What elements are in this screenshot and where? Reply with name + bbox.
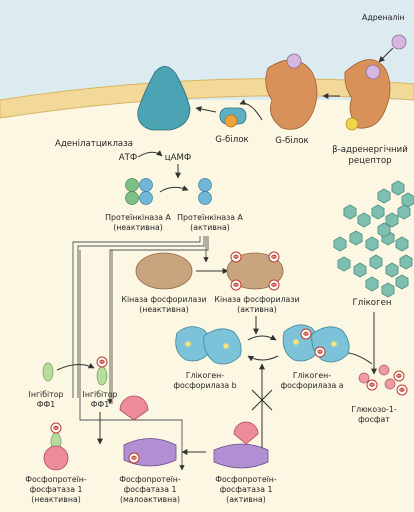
receptor-activated: [265, 53, 318, 130]
adrenaline-bound: [365, 64, 381, 80]
pka-active-label-1: Протеїнкіназа А: [177, 213, 243, 222]
phk-inactive-label-1: Кіназа фосфорилази: [121, 295, 206, 304]
inhibitor-pp1-unphos: [42, 362, 54, 382]
receptor-label-1: β-адренергічний: [332, 145, 408, 155]
pp1-inactive-label-3: (неактивна): [31, 495, 81, 504]
glycogen-phosphorylase-a: [282, 324, 350, 363]
adrenaline-label: Адреналін: [362, 13, 405, 22]
pp1-active: [213, 421, 269, 469]
pp1-low-label-3: (малоактивна): [120, 495, 180, 504]
g1p-label-1: Глюкозо-1-: [351, 405, 396, 414]
phk-inactive-label-2: (неактивна): [139, 305, 189, 314]
inhibitor-1-label-2: ФФ1: [37, 400, 55, 409]
g-protein-alpha: [219, 107, 247, 128]
adrenaline-free: [391, 34, 407, 50]
pp1-low-label-2: фосфатаза 1: [124, 485, 177, 494]
adenylate-cyclase: [137, 66, 191, 131]
phk-active-label-2: (активна): [237, 305, 277, 314]
glycogen-label: Глікоген: [353, 298, 392, 308]
inhibitor-pp1-phos: [96, 356, 108, 386]
phk-active-label-1: Кіназа фосфорилази: [214, 295, 299, 304]
g-protein-label-1: G-білок: [215, 135, 248, 145]
inhibitor-2-label-2: ФФ1: [91, 400, 109, 409]
g1p-label-2: фосфат: [358, 415, 390, 424]
gp-b-label-1: Глікоген-: [186, 371, 224, 380]
g-protein-label-2: G-білок: [275, 136, 308, 146]
pka-inactive-label-1: Протеїнкіназа А: [105, 213, 171, 222]
phk-inactive: [135, 252, 193, 290]
pp1-active-label-1: Фосфопротеїн-: [215, 475, 277, 484]
adenylate-cyclase-label: Аденілатциклаза: [55, 139, 133, 149]
inhibitor-2-label-1: Інгібітор: [83, 390, 118, 399]
glycogen-phosphorylase-b: [175, 326, 242, 365]
pka-signal-lines: [72, 236, 209, 471]
pp1-active-label-3: (активна): [226, 495, 266, 504]
blocked-cross-2: [251, 389, 273, 411]
gp-a-label-2: фосфорилаза a: [280, 381, 343, 390]
pp1-inactive-label-2: фосфатаза 1: [30, 485, 83, 494]
g-protein-bound: [345, 117, 359, 131]
gp-a-label-1: Глікоген-: [293, 371, 331, 380]
pp1-low-active: [119, 395, 177, 467]
inhibitor-1-label-1: Інгібітор: [29, 390, 64, 399]
pka-inactive-label-2: (неактивна): [113, 223, 163, 232]
receptor-label-2: рецептор: [348, 156, 391, 166]
pp1-active-label-2: фосфатаза 1: [220, 485, 273, 494]
pp1-inactive-label-1: Фосфопротеїн-: [25, 475, 87, 484]
camp-label: цАМФ: [165, 153, 192, 163]
pka-active-label-2: (активна): [190, 223, 230, 232]
pp1-low-label-1: Фосфопротеїн-: [119, 475, 181, 484]
pp1-inactive: [43, 422, 69, 471]
phk-active: [226, 251, 284, 291]
pka-active: [198, 178, 212, 205]
atp-label: АТФ: [119, 153, 138, 163]
gp-b-label-2: фосфорилаза b: [173, 381, 236, 390]
pka-inactive: [125, 178, 153, 205]
cytoplasm: [0, 100, 414, 512]
glucose-1-phosphate: [358, 364, 408, 396]
beta-adrenergic-receptor: [344, 59, 391, 131]
